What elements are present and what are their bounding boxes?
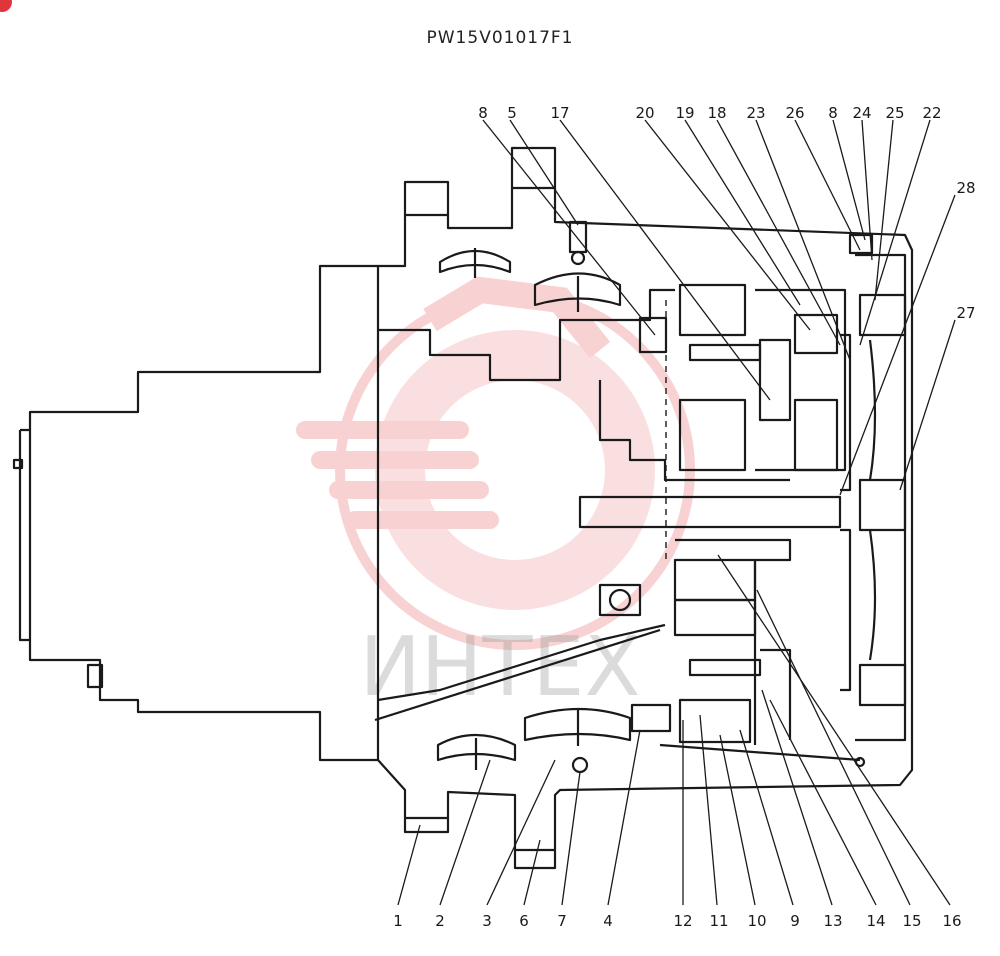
drawing-code: PW15V01017F1 xyxy=(426,28,574,48)
part-label: 8 xyxy=(828,104,838,122)
part-label: 24 xyxy=(852,104,871,122)
part-label: 14 xyxy=(866,912,885,930)
part-label: 28 xyxy=(956,179,975,197)
corner-mark xyxy=(0,0,12,12)
bearing-top-1 xyxy=(438,250,512,274)
part-label: 10 xyxy=(747,912,766,930)
seal-top xyxy=(568,220,588,254)
part-label: 13 xyxy=(823,912,842,930)
planet-gear-upper-2 xyxy=(793,313,839,355)
watermark-logo xyxy=(296,276,695,650)
part-label: 2 xyxy=(435,912,445,930)
part-label: 4 xyxy=(603,912,613,930)
ball-plug xyxy=(571,756,589,774)
part-label: 3 xyxy=(482,912,492,930)
part-labels-right: 28 27 xyxy=(956,179,975,322)
part-label: 26 xyxy=(785,104,804,122)
part-label: 11 xyxy=(709,912,728,930)
part-label: 8 xyxy=(478,104,488,122)
assembly-outline xyxy=(12,146,914,870)
part-label: 1 xyxy=(393,912,403,930)
bearing-bottom-2 xyxy=(523,707,632,742)
part-label: 16 xyxy=(942,912,961,930)
planet-gear-lower-1 xyxy=(673,558,757,602)
part-label: 17 xyxy=(550,104,569,122)
watermark-text: ИНТЕХ xyxy=(359,620,640,715)
motor-body xyxy=(28,264,380,762)
part-label: 12 xyxy=(673,912,692,930)
part-labels-bottom: 1 2 3 6 7 4 12 11 10 9 13 14 15 16 xyxy=(393,912,961,930)
part-label: 15 xyxy=(902,912,921,930)
bearing-top-2 xyxy=(533,272,622,307)
leader-lines xyxy=(397,119,956,906)
part-label: 18 xyxy=(707,104,726,122)
sun-shaft xyxy=(578,495,842,529)
part-label: 27 xyxy=(956,304,975,322)
flange-top xyxy=(377,146,914,870)
part-label: 19 xyxy=(675,104,694,122)
planet-gear-upper-1 xyxy=(678,283,747,337)
part-label: 25 xyxy=(885,104,904,122)
part-label: 6 xyxy=(519,912,529,930)
part-label: 20 xyxy=(635,104,654,122)
part-labels-top: 8 5 17 20 19 18 23 26 8 24 25 22 xyxy=(478,104,941,122)
part-label: 7 xyxy=(557,912,567,930)
part-label: 23 xyxy=(746,104,765,122)
end-cover xyxy=(855,253,907,742)
part-label: 5 xyxy=(507,104,517,122)
part-label: 22 xyxy=(922,104,941,122)
bearing-bottom-1 xyxy=(436,733,517,762)
part-label: 9 xyxy=(790,912,800,930)
